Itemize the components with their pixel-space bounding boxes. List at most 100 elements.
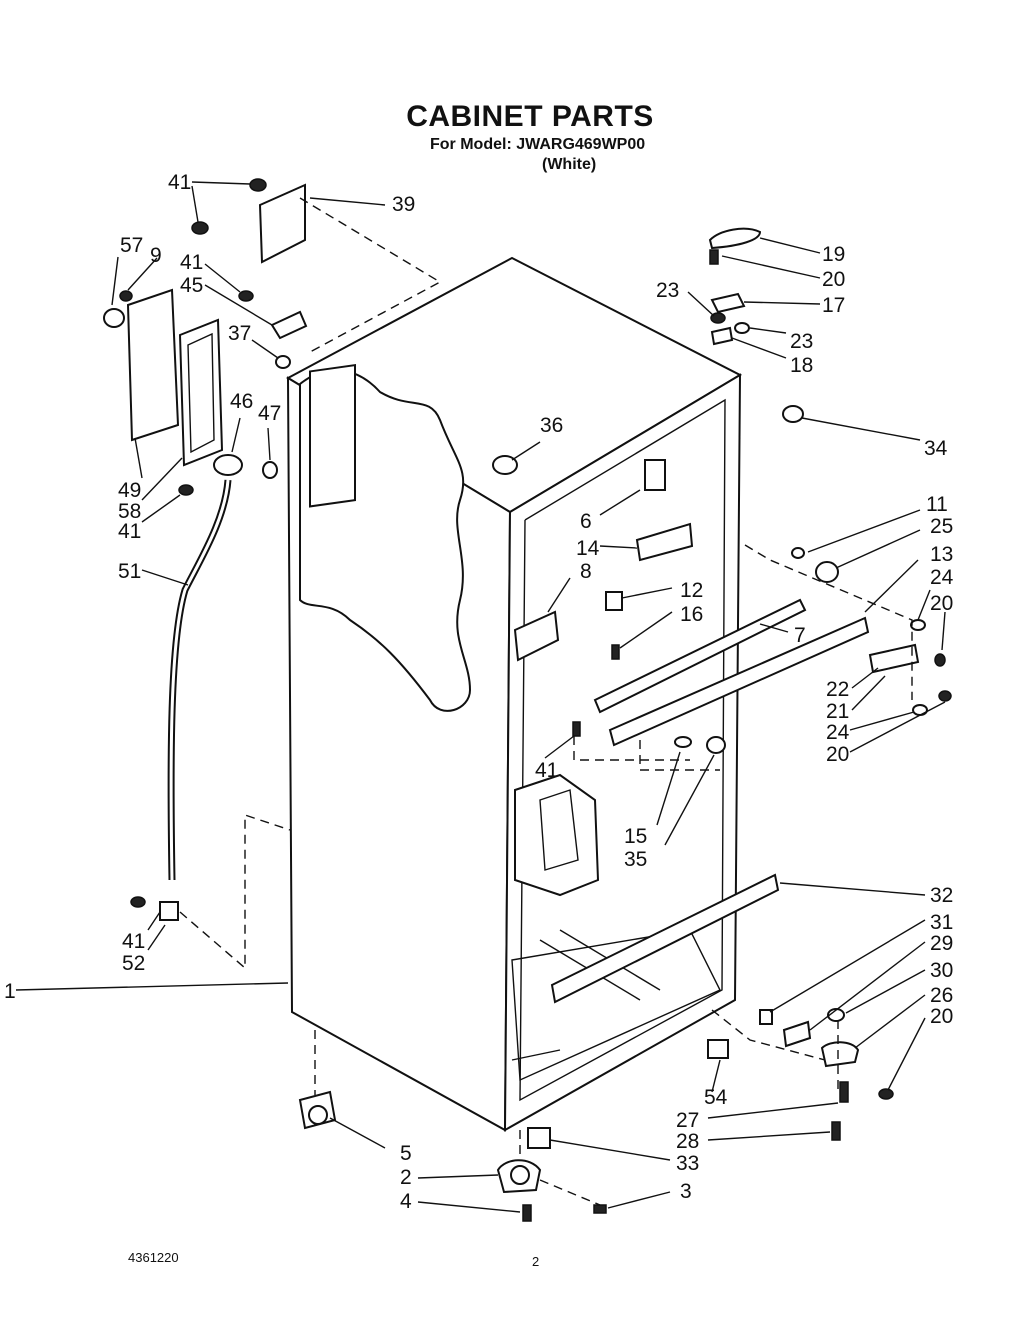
callout-1: 1 (4, 980, 16, 1003)
screw-20c (938, 690, 952, 702)
washer-23b (734, 322, 750, 334)
part-14 (635, 522, 694, 562)
screw-41c (238, 290, 254, 302)
callout-34: 34 (924, 437, 948, 460)
screw-4 (522, 1204, 532, 1222)
document-number: 4361220 (128, 1250, 179, 1265)
color-line: (White) (542, 156, 597, 173)
rail-7 (593, 598, 807, 714)
callout-41c: 41 (180, 251, 203, 274)
callout-20b: 20 (930, 592, 953, 615)
part-35 (706, 736, 726, 754)
screw-3 (593, 1204, 607, 1214)
callout-24a: 24 (930, 566, 954, 589)
center-rails (550, 598, 870, 1004)
callout-20d: 20 (930, 1005, 953, 1028)
model-line: For Model: JWARG469WP00 (430, 136, 646, 153)
callout-31: 31 (930, 911, 953, 934)
screw-20d (878, 1088, 894, 1100)
callout-18: 18 (790, 354, 813, 377)
part-31 (759, 1009, 773, 1025)
callout-20c: 20 (826, 743, 849, 766)
callout-4: 4 (400, 1190, 412, 1213)
part-34 (782, 405, 804, 423)
part-17 (710, 292, 746, 314)
evaporator-cover (514, 773, 600, 897)
screw-20b (934, 653, 946, 667)
part-37 (275, 355, 291, 369)
part-46 (213, 454, 243, 476)
part-26 (820, 1041, 860, 1068)
callout-57: 57 (120, 234, 143, 257)
screw-41a (249, 178, 267, 192)
screw-41f (572, 721, 581, 737)
callout-41a: 41 (168, 171, 191, 194)
screw-41d (178, 484, 194, 496)
callout-11: 11 (926, 493, 948, 516)
leader-lines (15, 181, 946, 1213)
callout-30: 30 (930, 959, 953, 982)
part-54 (707, 1039, 729, 1059)
callout-28: 28 (676, 1130, 699, 1153)
callout-23b: 23 (790, 330, 813, 353)
callout-37: 37 (228, 322, 251, 345)
part-19 (708, 227, 762, 250)
callout-7: 7 (794, 624, 806, 647)
part-29 (782, 1020, 812, 1048)
page-number: 2 (532, 1254, 540, 1269)
washer-24a (910, 619, 926, 631)
part-8 (513, 610, 560, 662)
callout-19: 19 (822, 243, 845, 266)
part-52 (159, 901, 179, 921)
callout-6: 6 (580, 510, 592, 533)
cabinet (285, 256, 743, 1132)
part-36 (492, 455, 518, 475)
callout-22: 22 (826, 678, 849, 701)
part-22 (868, 643, 920, 674)
callout-46: 46 (230, 390, 253, 413)
part-12 (605, 591, 623, 611)
callout-15: 15 (624, 825, 647, 848)
callout-2: 2 (400, 1166, 412, 1189)
washer-24b (912, 704, 928, 716)
part-45 (270, 310, 308, 340)
side-opening (309, 363, 356, 508)
part-27 (839, 1081, 849, 1103)
callout-47: 47 (258, 402, 281, 425)
callout-35: 35 (624, 848, 647, 871)
page-title: CABINET PARTS (406, 100, 654, 133)
callout-5: 5 (400, 1142, 412, 1165)
washer-23a (710, 312, 726, 324)
part-15 (674, 736, 692, 748)
callout-24b: 24 (826, 721, 850, 744)
part-6 (644, 459, 666, 491)
callout-33: 33 (676, 1152, 699, 1175)
callout-21: 21 (826, 700, 849, 723)
screw-9 (119, 290, 133, 302)
callout-9: 9 (150, 244, 162, 267)
callout-41d: 41 (118, 520, 141, 543)
small-parts (103, 178, 952, 1222)
callout-58: 58 (118, 500, 141, 523)
callout-41e: 41 (122, 930, 145, 953)
callout-29: 29 (930, 932, 953, 955)
callout-16: 16 (680, 603, 703, 626)
callout-labels: 41 39 57 9 41 45 37 46 47 49 58 41 51 41… (4, 171, 954, 1213)
callout-41f: 41 (535, 759, 558, 782)
washer-30 (827, 1008, 845, 1022)
screw-28 (831, 1121, 841, 1141)
rail-32 (550, 873, 780, 1004)
callout-45: 45 (180, 274, 203, 297)
part-18 (710, 326, 734, 346)
part-11 (791, 547, 805, 559)
callout-12: 12 (680, 579, 703, 602)
callout-17: 17 (822, 294, 845, 317)
callout-23a: 23 (656, 279, 679, 302)
screw-16 (611, 644, 620, 660)
callout-27: 27 (676, 1109, 699, 1132)
part-39 (258, 183, 306, 264)
part-58 (178, 318, 224, 467)
callout-54: 54 (704, 1086, 728, 1109)
